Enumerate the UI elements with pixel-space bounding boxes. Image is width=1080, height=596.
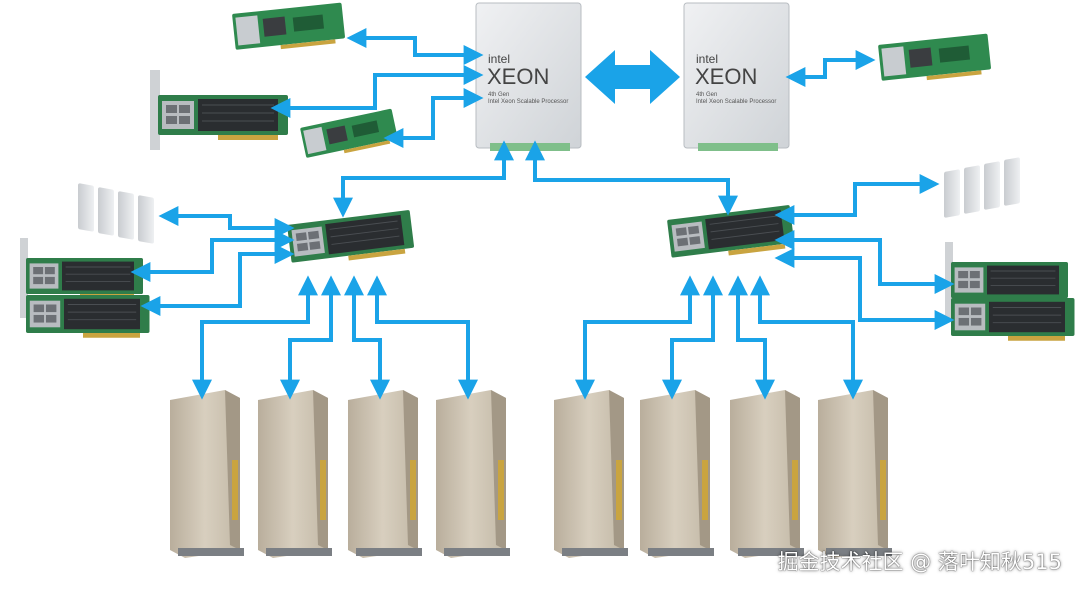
arrow-switch-gpu-5 — [585, 285, 690, 390]
cpu-left-model: XEON — [487, 64, 549, 89]
gpu-8 — [818, 390, 892, 558]
gpu-4 — [436, 390, 510, 558]
nic-top-left — [150, 70, 288, 150]
cpu-right-line: Intel Xeon Scalable Processor — [696, 99, 776, 105]
arrow-switch-gpu-2 — [290, 285, 331, 390]
nic-left-2 — [26, 295, 150, 338]
arrow-switch-nic-left-2 — [150, 254, 285, 306]
ssd-group-right — [944, 157, 1020, 218]
arrow-switch-ssd-left — [168, 216, 285, 228]
pcie-switch-left — [287, 210, 415, 267]
cpu-left-gen: 4th Gen — [488, 92, 509, 98]
arrow-cpu-raid — [356, 38, 474, 55]
arrow-switch-gpu-6 — [672, 285, 713, 390]
gpu-2 — [258, 390, 332, 558]
nic-right-2 — [951, 298, 1075, 341]
gpu-5 — [554, 390, 628, 558]
arrow-switch-gpu-8 — [760, 285, 853, 390]
raid-card-top-right — [878, 34, 992, 85]
gpu-1 — [170, 390, 244, 558]
cpu-left: intel XEON 4th Gen Intel Xeon Scalable P… — [476, 3, 581, 151]
cpu-right-model: XEON — [695, 64, 757, 89]
gpu-3 — [348, 390, 422, 558]
cpu-left-line: Intel Xeon Scalable Processor — [488, 99, 568, 105]
ocp-nic — [300, 109, 399, 162]
gpu-7 — [730, 390, 804, 558]
arrow-switch-nic-right-1 — [784, 240, 945, 284]
arrow-cpu-switch-left — [343, 150, 504, 208]
arrow-cpu-ocp — [393, 98, 474, 138]
arrow-cpu-nic-top — [280, 75, 474, 108]
pcie-switch-right — [667, 205, 795, 262]
arrow-switch-gpu-4 — [377, 285, 468, 390]
arrow-cpu-switch-right — [535, 150, 728, 206]
cpu-right-gen: 4th Gen — [696, 92, 717, 98]
arrow-switch-ssd-right — [784, 184, 930, 215]
gpu-6 — [640, 390, 714, 558]
ssd-group-left — [78, 183, 154, 244]
arrow-cpu-right-raid — [795, 60, 866, 77]
cpu-interconnect-arrow — [585, 50, 680, 104]
arrow-switch-gpu-1 — [202, 285, 308, 390]
raid-card-top-left — [232, 3, 346, 54]
cpu-right: intel XEON 4th Gen Intel Xeon Scalable P… — [684, 3, 789, 151]
arrow-switch-nic-right-2 — [784, 258, 945, 320]
watermark-text: 掘金技术社区 @ 落叶知秋515 — [778, 546, 1062, 576]
